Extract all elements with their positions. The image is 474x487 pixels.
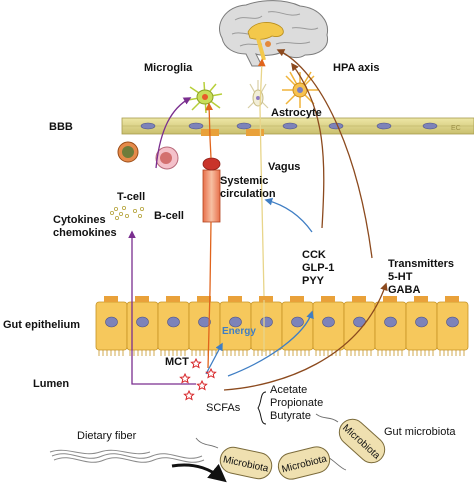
vagus-label: Vagus xyxy=(268,161,301,173)
propionate-text: Propionate xyxy=(270,397,324,409)
transmitters-label: Transmitters 5-HT GABA xyxy=(388,258,454,297)
hpa-axis-arrow xyxy=(291,62,325,229)
scfa-molecules xyxy=(179,357,217,401)
t-cell-icon xyxy=(117,141,139,163)
cytokines-chemokines-label: Cytokines chemokines xyxy=(53,214,117,240)
hormones-label: CCK GLP-1 PYY xyxy=(302,249,334,288)
fermentation-arrow xyxy=(171,463,227,483)
ec-label: EC xyxy=(451,125,461,132)
cytokines-text: Cytokines xyxy=(53,214,106,226)
energy-arrow xyxy=(205,342,223,375)
gut-epithelium-cells xyxy=(95,296,469,356)
bacterium-icon xyxy=(195,437,273,480)
microbiota-bacteria xyxy=(195,413,386,480)
scfa-types-label: Acetate Propionate Butyrate xyxy=(270,384,323,423)
b-cell-icon xyxy=(155,146,179,170)
b-cell-label: B-cell xyxy=(154,210,184,222)
systemic-circulation-label: Systemic circulation xyxy=(220,175,276,201)
chemokines-text: chemokines xyxy=(53,227,117,239)
brain-icon xyxy=(219,0,329,67)
immune-pathway-arrow xyxy=(155,97,192,169)
cck-text: CCK xyxy=(302,249,326,261)
energy-label: Energy xyxy=(222,326,256,337)
bacterium-icon xyxy=(315,413,386,464)
hpa-axis-label: HPA axis xyxy=(333,62,380,74)
dietary-fiber-icon xyxy=(49,449,205,463)
scfa-immune-arrow xyxy=(128,230,196,385)
hormone-epithelium-arrow xyxy=(227,310,314,377)
vagus-nerve-path xyxy=(260,60,264,352)
gaba-text: GABA xyxy=(388,284,421,296)
gut-epithelium-label: Gut epithelium xyxy=(3,319,80,331)
hormone-vagus-arrow xyxy=(264,197,313,233)
serotonin-text: 5-HT xyxy=(388,271,413,283)
dietary-fiber-label: Dietary fiber xyxy=(77,430,137,442)
cytokine-dots xyxy=(110,205,144,220)
blood-vessel-icon xyxy=(202,157,221,223)
systemic-circulation-arrow xyxy=(208,104,211,369)
bbb-endothelium xyxy=(121,117,474,136)
bacterium-icon xyxy=(277,446,347,480)
acetate-text: Acetate xyxy=(270,384,308,396)
butyrate-text: Butyrate xyxy=(270,410,311,422)
transmitter-arrow xyxy=(223,282,388,391)
gut-microbiota-label: Gut microbiota xyxy=(384,426,456,438)
circulation-text: circulation xyxy=(220,188,276,200)
systemic-text: Systemic xyxy=(220,175,269,187)
microglia-icon xyxy=(187,81,223,114)
transmitter-brain-arrow xyxy=(276,49,373,259)
transmitters-text: Transmitters xyxy=(388,258,455,270)
t-cell-label: T-cell xyxy=(117,191,146,203)
neuron-icon xyxy=(247,80,269,109)
bbb-label: BBB xyxy=(49,121,73,133)
astrocyte-label: Astrocyte xyxy=(271,107,322,119)
microglia-label: Microglia xyxy=(144,62,193,74)
glp1-text: GLP-1 xyxy=(302,262,335,274)
lumen-label: Lumen xyxy=(33,378,70,390)
scfas-label: SCFAs xyxy=(206,402,241,414)
scfa-bracket xyxy=(257,391,267,425)
mct-label: MCT xyxy=(165,356,189,368)
pyy-text: PYY xyxy=(302,275,325,287)
